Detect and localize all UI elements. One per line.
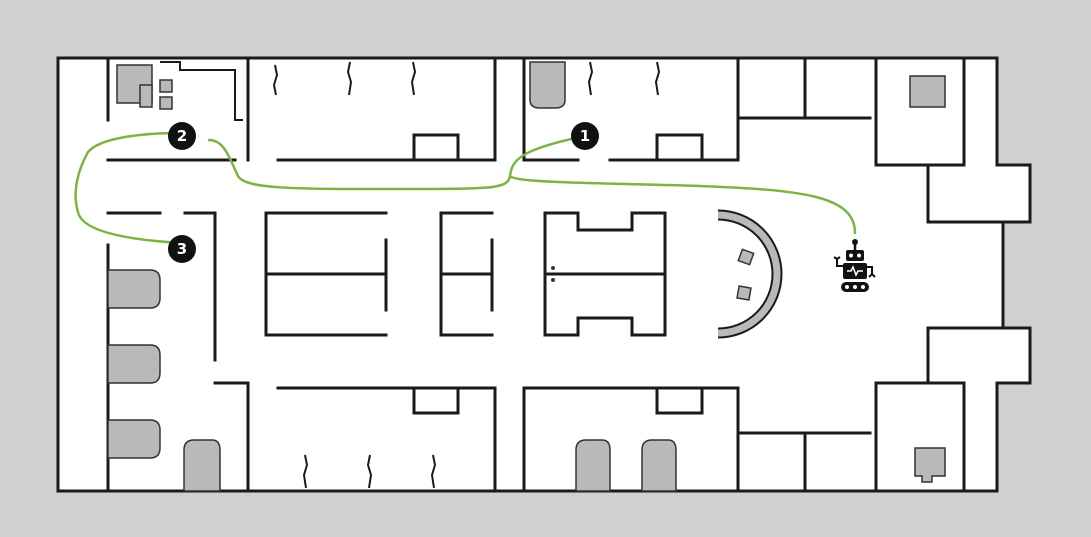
waypoint-label: 1: [580, 127, 590, 145]
waypoint-1[interactable]: 1: [571, 122, 599, 150]
waypoint-marker: [168, 235, 196, 263]
robot-icon[interactable]: [833, 239, 876, 292]
waypoint-label: 2: [177, 127, 187, 145]
right-walls: [736, 75, 1005, 493]
waypoint-marker: [168, 122, 196, 150]
left-alcoves: [107, 269, 161, 459]
central-rooms: [264, 209, 783, 339]
top-offices: [246, 56, 966, 167]
waypoint-marker: [571, 122, 599, 150]
waypoint-3[interactable]: 3: [168, 235, 196, 263]
bottom-offices: [183, 386, 740, 493]
route-path: [74, 131, 857, 245]
waypoint-2[interactable]: 2: [168, 122, 196, 150]
waypoint-label: 3: [177, 240, 187, 258]
storage-area: [116, 61, 243, 121]
